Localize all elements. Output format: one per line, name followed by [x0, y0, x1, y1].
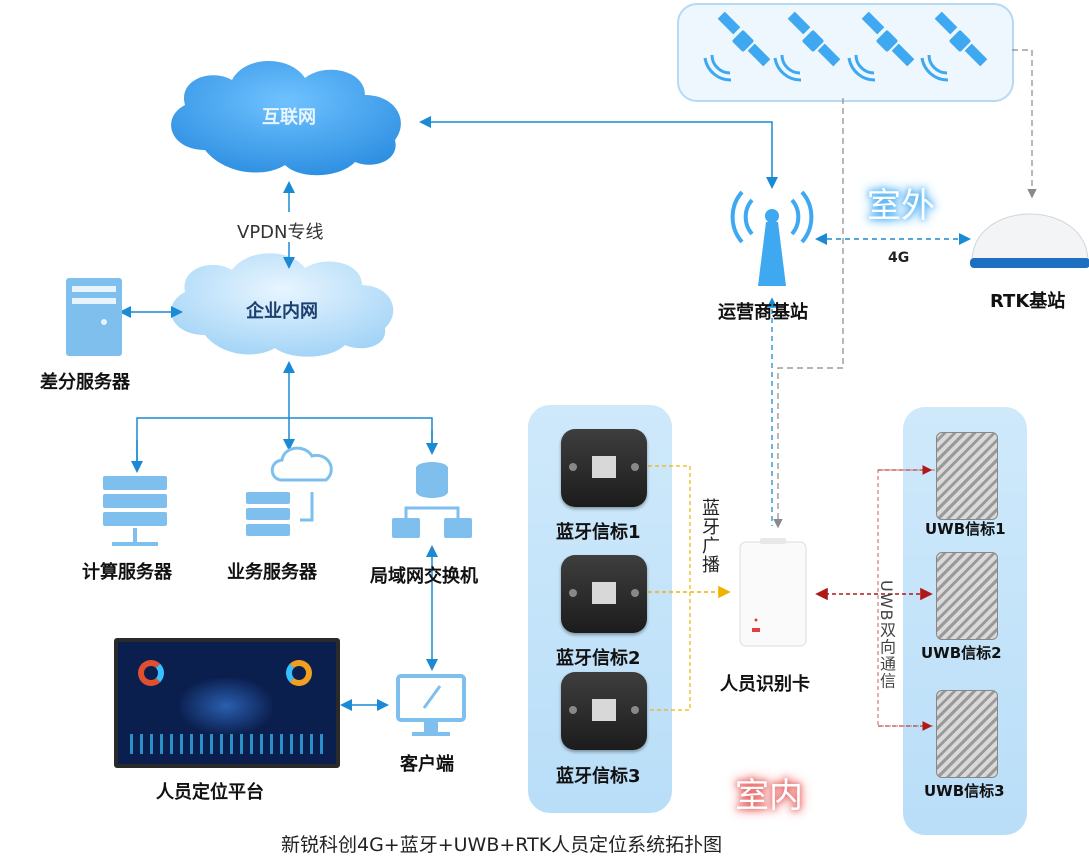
client-monitor-icon — [396, 674, 466, 736]
satellite-icon-2 — [773, 11, 841, 82]
intranet-cloud-icon — [171, 253, 394, 357]
bluetooth-beacon-1 — [561, 429, 647, 507]
indoor-zone-label: 室内 — [735, 776, 803, 816]
differential-server-icon — [66, 278, 122, 356]
cell-tower-icon — [730, 190, 814, 286]
bluetooth-beacon-3 — [561, 672, 647, 750]
internet-label: 互联网 — [262, 107, 316, 128]
uwb-beacon-2 — [936, 552, 998, 640]
enterprise-intranet-label: 企业内网 — [246, 301, 318, 322]
satellite-icon-3 — [847, 11, 915, 82]
differential-server-label: 差分服务器 — [40, 372, 130, 393]
bluetooth-beacon-1-label: 蓝牙信标1 — [556, 522, 641, 543]
dashboard-map-area — [180, 678, 272, 734]
rtk-dome-icon — [970, 213, 1089, 268]
vpdn-link-label: VPDN专线 — [237, 222, 324, 243]
lan-switch-label: 局域网交换机 — [370, 566, 478, 587]
rtk-base-station-label: RTK基站 — [990, 291, 1066, 312]
business-server-icon — [246, 446, 333, 536]
compute-server-icon — [103, 476, 167, 546]
diagram-caption: 新锐科创4G+蓝牙+UWB+RTK人员定位系统拓扑图 — [281, 834, 723, 856]
satellite-icon-4 — [920, 11, 988, 82]
client-label: 客户端 — [400, 754, 454, 775]
id-card-label: 人员识别卡 — [720, 674, 810, 695]
bluetooth-broadcast-label: 蓝牙广播 — [699, 498, 720, 574]
uwb-beacon-3-label: UWB信标3 — [924, 782, 1005, 800]
dashboard-chart-icon — [138, 660, 164, 686]
outdoor-zone-label: 室外 — [867, 186, 935, 226]
dashboard-bars — [130, 734, 324, 754]
uwb-comm-label: UWB双向通信 — [877, 580, 896, 690]
lan-switch-icon — [392, 462, 472, 538]
bluetooth-beacon-3-label: 蓝牙信标3 — [556, 766, 641, 787]
satellite-icon-1 — [703, 11, 771, 82]
dashboard-gauge-icon — [286, 660, 312, 686]
personnel-platform-screen — [114, 638, 340, 768]
bluetooth-beacon-2 — [561, 555, 647, 633]
uwb-beacon-1 — [936, 432, 998, 520]
internet-cloud-icon — [171, 60, 401, 176]
compute-server-label: 计算服务器 — [82, 562, 172, 583]
business-server-label: 业务服务器 — [227, 562, 317, 583]
uwb-beacon-3 — [936, 690, 998, 778]
uwb-beacon-1-label: UWB信标1 — [925, 520, 1006, 538]
personnel-platform-label: 人员定位平台 — [156, 782, 264, 803]
bluetooth-beacon-2-label: 蓝牙信标2 — [556, 648, 641, 669]
id-card-icon — [739, 538, 807, 647]
satellite-panel — [677, 3, 1014, 102]
uwb-beacon-2-label: UWB信标2 — [921, 644, 1002, 662]
carrier-base-station-label: 运营商基站 — [718, 302, 808, 323]
four-g-link-label: 4G — [888, 250, 910, 266]
